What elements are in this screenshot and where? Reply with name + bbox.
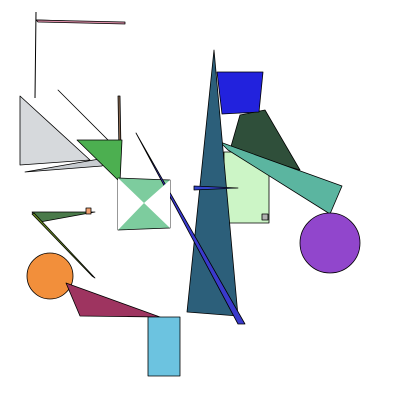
grey-triangle-shape [19,95,91,166]
top-left-pink-sliver-shape [35,19,126,25]
maroon-triangle-shape [65,282,161,318]
light-blue-rectangle-shape [147,316,181,377]
blue-square-shape [216,71,264,115]
purple-circle-shape [299,212,361,274]
orange-circle-shape [26,252,74,300]
small-olive-sliver-shape [31,212,96,279]
bowtie-gap-left [118,178,144,230]
green-triangle-shape [76,139,123,183]
blue-needle-shape [135,132,246,325]
tiny-grey-square-shape [261,213,269,221]
bowtie-gap-right [144,180,170,228]
small-orange-square-shape [85,207,92,215]
shape-layer [19,11,361,377]
blue-small-sliver-shape [193,185,239,191]
